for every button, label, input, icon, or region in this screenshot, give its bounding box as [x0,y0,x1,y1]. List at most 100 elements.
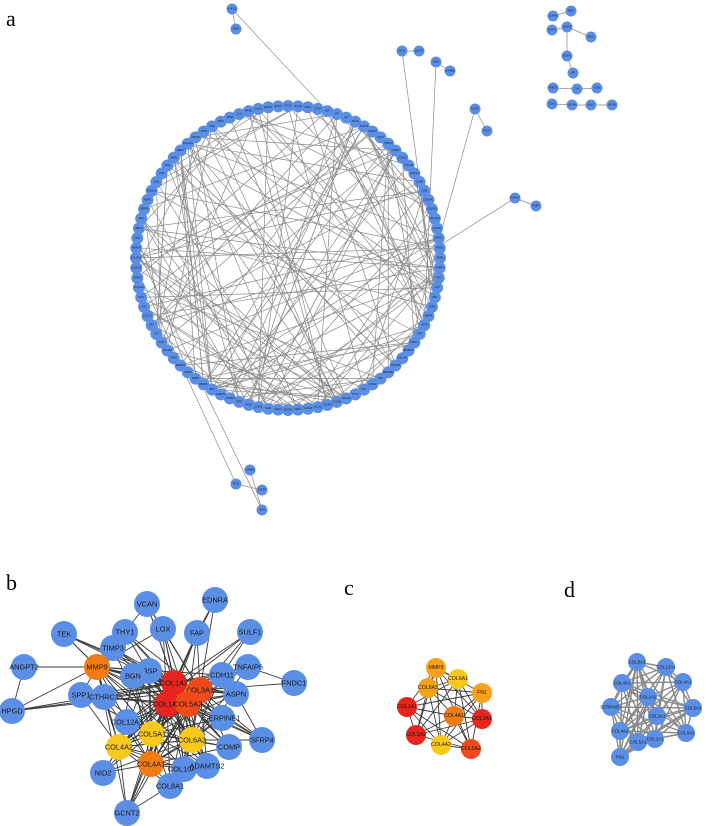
panel-a-node-circle [431,222,444,235]
panel-a-node-label: COL1A2 [404,164,414,167]
panel-b-node-label: COL4A2 [105,743,133,752]
panel-a-node-circle [214,388,227,401]
panel-a-edge [419,181,433,307]
panel-a-node-circle [272,100,285,113]
panel-a-edge [211,126,396,366]
panel-b-node-circle [209,705,235,731]
panel-c-node-circle [418,678,438,698]
panel-d-label: d [564,577,575,602]
panel-a-pendant-node-label: ACKR1 [471,108,480,111]
panel-d-node-circle [677,724,695,742]
panel-a-node-label: COL1A1 [313,406,323,409]
panel-b-node-label: SPP1 [72,691,91,700]
panel-a-node-label: PRELP [177,149,185,152]
panel-a-node-label: SERPINE1 [382,371,394,374]
panel-a-node-circle [132,222,145,235]
panel-b-node-label: MMP9 [86,663,107,672]
panel-d-node-label: COL1A1 [647,737,664,742]
panel-a-edge [156,106,299,183]
panel-a-edge [401,157,415,343]
panel-a-edge [151,113,338,326]
panel-b-node-label: IBSP [141,667,158,676]
panel-a-node-label: GCNT2 [254,406,263,409]
panel-c-label: c [344,575,354,600]
panel-a-edge [140,126,365,298]
panel-a-node-label: TIMP3 [436,257,444,260]
panel-a-pendant-node-label: CXCR4 [415,50,424,53]
panel-b-node-label: COL10A1 [168,765,200,774]
panel-c-edge [457,678,472,750]
panel-b-node-label: FNDC1 [282,679,307,688]
panel-b-node-circle [223,681,249,707]
panel-b-edge [173,631,251,684]
panel-b-node-circle [235,654,261,680]
panel-a-edge [136,143,389,269]
panel-c-edge [415,718,483,736]
panel-a-edge [258,150,396,408]
panel-a-edge [140,218,289,411]
panel-a-edge [151,324,240,403]
panel-a-node-label: NR4A1 [245,110,253,113]
panel-a-pendant-node-circle [509,192,521,204]
panel-a-node-circle [433,261,446,274]
panel-d-node-label: FN1 [616,755,625,760]
panel-d-node-circle [648,707,666,725]
panel-a-edge [345,117,425,326]
panel-a-pendant-node-label: NAP1L3 [511,197,521,200]
panel-c-edge [435,667,483,720]
panel-a-node-label: ALOX5 [294,105,302,108]
panel-d-node-circle [602,698,620,716]
panel-a-node-label: FMOD [170,156,177,159]
panel-b-node-label: HPGD [1,707,22,716]
panel-a-small-node-label: PRELP2 [548,87,558,90]
panel-b-node-label: COL5A2 [174,700,202,709]
panel-a-pendant-node-circle [230,478,242,490]
panel-a-node-circle [330,108,343,121]
panel-a-node-label: COL15A1 [131,257,142,260]
panel-b-node-circle [106,734,132,760]
panel-c-node-circle [406,725,426,745]
panel-a-node-label: COL6A6 [163,349,173,352]
panel-a-node-circle [291,403,304,416]
panel-a-node-label: LUM [159,172,164,175]
panel-b-node-circle [209,662,235,688]
panel-d-edge [619,661,638,732]
panel-b-node-circle [84,654,110,680]
panel-a-node-label: COL4A2 [323,403,333,406]
panel-a-edge [363,126,440,269]
panel-a-edge [258,208,433,408]
panel-a-small-node-circle [566,99,578,111]
panel-a-node-circle [150,328,163,340]
panel-d-node-label: COL12A1 [656,665,676,670]
panel-a-node-label: TNFAIP6 [391,364,401,367]
panel-d-node-circle [628,653,646,671]
panel-a-pendant-node-circle [226,3,238,15]
panel-a-node-label: APOD [226,116,233,119]
panel-a-pendant-node-circle [230,23,242,35]
panel-a-node-circle [425,203,438,216]
panel-a-edge [143,209,162,343]
panel-a-node-circle [272,403,285,416]
panel-c-node-label: COL1A2 [406,732,426,738]
panel-a-node-label: SULF1 [274,408,282,411]
panel-a-small-node-label: NRG1 [588,36,595,39]
panel-a-small-node-label: SLC4A4 [568,104,578,107]
panel-a-node-circle [301,402,314,415]
panel-b-edge [11,666,98,712]
panel-b-node-label: CDH11 [210,671,234,680]
panel-b-node-circle [216,734,242,760]
panel-a-node-label: COL4A1 [332,400,342,403]
panel-d-node-label: COL4A1 [675,680,692,685]
panel-a-node-circle [141,310,154,323]
panel-a-edge [211,389,347,399]
panel-a-node-circle [130,242,143,255]
panel-a-pendant-node-label: SELE [433,61,440,64]
panel-a-node-label: ELN [139,217,144,220]
panel-a-edge [267,150,396,409]
panel-a-edge [307,218,436,409]
panel-b-node-circle [150,616,176,642]
panel-a-edge [167,237,439,351]
panel-a-edge [180,150,438,288]
panel-a-node-label: LOX [435,286,440,289]
